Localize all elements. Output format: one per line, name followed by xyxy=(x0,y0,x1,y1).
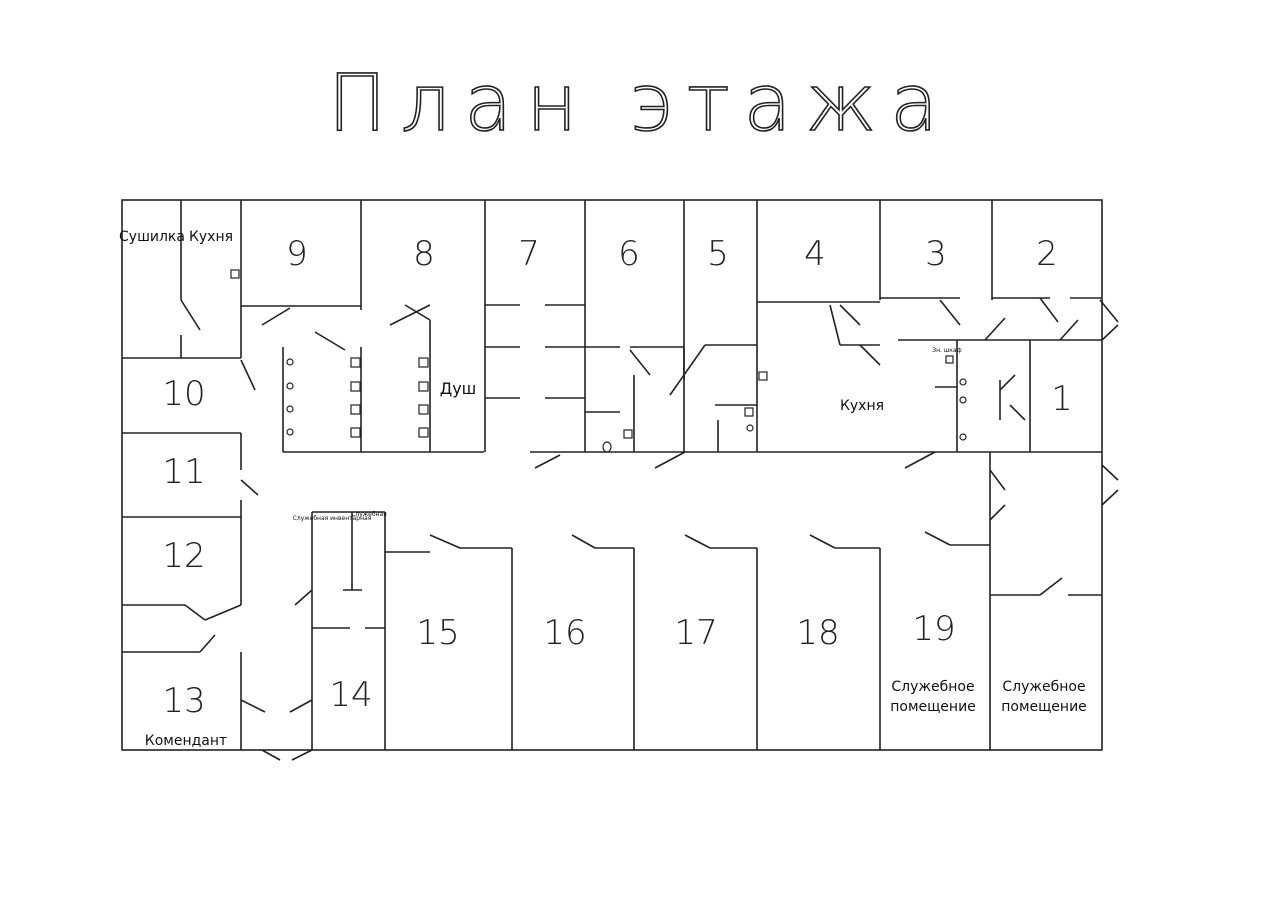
bottom-row-walls xyxy=(240,451,1102,761)
label-kitchen-main: Кухня xyxy=(840,398,884,414)
shower-icon xyxy=(350,427,361,438)
shower-icon xyxy=(418,381,429,392)
outer-wall xyxy=(121,199,1103,751)
page-title: План этажа xyxy=(328,59,952,149)
room-number-6: 6 xyxy=(618,234,640,274)
sink-icon xyxy=(286,405,294,413)
room-number-1: 1 xyxy=(1051,379,1073,419)
room-number-12: 12 xyxy=(162,536,205,576)
room-number-7: 7 xyxy=(518,234,540,274)
shower-icon xyxy=(418,404,429,415)
fixtures xyxy=(230,269,967,453)
shower-icon xyxy=(350,381,361,392)
sink-icon xyxy=(744,407,754,417)
toilet-icon xyxy=(746,424,754,432)
label-shower: Душ xyxy=(440,379,477,398)
room-number-2: 2 xyxy=(1036,234,1058,274)
room-number-10: 10 xyxy=(162,374,205,414)
toilet-icon xyxy=(602,441,612,453)
room-number-14: 14 xyxy=(329,675,372,715)
top-row-walls xyxy=(122,200,1102,452)
toilet-icon xyxy=(959,396,967,404)
shower-icon xyxy=(350,357,361,368)
room-number-16: 16 xyxy=(543,613,586,653)
sink-icon xyxy=(286,358,294,366)
room-number-11: 11 xyxy=(162,452,205,492)
label-utility-2: Служебная xyxy=(351,511,387,518)
label-wc: Зн. шкаф xyxy=(932,347,962,354)
left-column-walls xyxy=(122,359,259,750)
room-number-19: 19 xyxy=(912,609,955,649)
sink-icon xyxy=(623,429,633,439)
sink-icon xyxy=(945,355,954,364)
room-number-9: 9 xyxy=(286,234,308,274)
label-utility-1: Служебная инвентарная xyxy=(293,515,372,522)
toilet-icon xyxy=(959,433,967,441)
room-number-15: 15 xyxy=(416,613,459,653)
toilet-icon xyxy=(959,378,967,386)
shower-icon xyxy=(418,427,429,438)
sink-icon xyxy=(758,371,768,381)
sink-icon xyxy=(230,269,240,279)
shower-icon xyxy=(418,357,429,368)
room-number-13: 13 xyxy=(162,681,205,721)
shower-block xyxy=(282,320,1001,453)
sink-icon xyxy=(286,382,294,390)
label-sushilka: Сушилка xyxy=(119,229,185,245)
sink-icon xyxy=(286,428,294,436)
label-commandant: Комендант xyxy=(145,733,227,749)
label-kitchen-left: Кухня xyxy=(189,229,233,245)
shower-icon xyxy=(350,404,361,415)
room-number-4: 4 xyxy=(804,234,826,274)
room-number-5: 5 xyxy=(707,234,729,274)
room-number-3: 3 xyxy=(925,234,947,274)
door-swings xyxy=(184,297,1119,653)
room-number-17: 17 xyxy=(674,613,717,653)
room-number-8: 8 xyxy=(413,234,435,274)
room-number-18: 18 xyxy=(796,613,839,653)
